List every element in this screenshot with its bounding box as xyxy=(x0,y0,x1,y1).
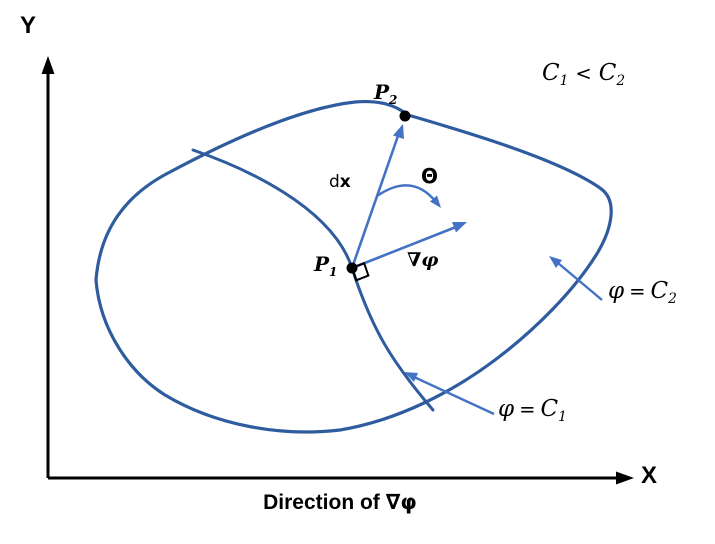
c2-value: C2 xyxy=(650,278,677,308)
y-axis xyxy=(41,56,55,478)
phi-symbol: φ xyxy=(498,396,515,422)
caption-text: Direction of xyxy=(263,491,380,514)
c1-contour-label: φ = C1 xyxy=(498,396,567,426)
gradient-arrow xyxy=(351,222,467,270)
dx-arrowhead xyxy=(393,124,404,139)
x-axis xyxy=(48,471,634,485)
c2-pointer-arrowhead xyxy=(549,256,562,268)
x-axis-arrowhead xyxy=(616,471,634,485)
theta-arc xyxy=(376,184,441,208)
y-axis-arrowhead xyxy=(41,56,55,74)
less-than-sign: < xyxy=(575,62,592,85)
x-axis-label: X xyxy=(641,462,658,489)
caption-direction-of-gradient: Direction of ∇φ xyxy=(263,490,417,514)
dx-arrow xyxy=(350,124,404,269)
caption-gradient-symbol: ∇φ xyxy=(385,490,417,514)
p2-point xyxy=(399,110,411,122)
right-angle-marker xyxy=(350,261,370,282)
inequality-c1-lt-c2: C1 < C2 xyxy=(542,60,626,90)
gradient-label: ∇φ xyxy=(407,249,439,271)
c1-value: C1 xyxy=(540,396,567,426)
c2-contour-label: φ = C2 xyxy=(608,278,677,308)
theta-label: Θ xyxy=(421,164,439,188)
equals-sign: = xyxy=(629,280,646,303)
c2-pointer-arrow xyxy=(549,256,603,301)
theta-arrowhead xyxy=(430,195,441,208)
c1-pointer-arrow xyxy=(404,372,495,416)
p1-label: P1 xyxy=(314,252,338,279)
p1-point xyxy=(346,262,358,274)
phi-symbol: φ xyxy=(608,278,625,304)
dx-label: dx xyxy=(329,172,351,192)
gradient-arrowhead xyxy=(452,222,467,233)
outer-contour-curve xyxy=(94,99,613,434)
equals-sign: = xyxy=(519,398,536,421)
inner-contour-curve xyxy=(191,148,435,412)
c1-pointer-arrowhead xyxy=(404,372,418,382)
inequality-rhs: C2 xyxy=(598,60,626,90)
y-axis-label: Y xyxy=(20,12,37,39)
inequality-lhs: C1 xyxy=(542,60,569,90)
p2-label: P2 xyxy=(374,80,398,107)
